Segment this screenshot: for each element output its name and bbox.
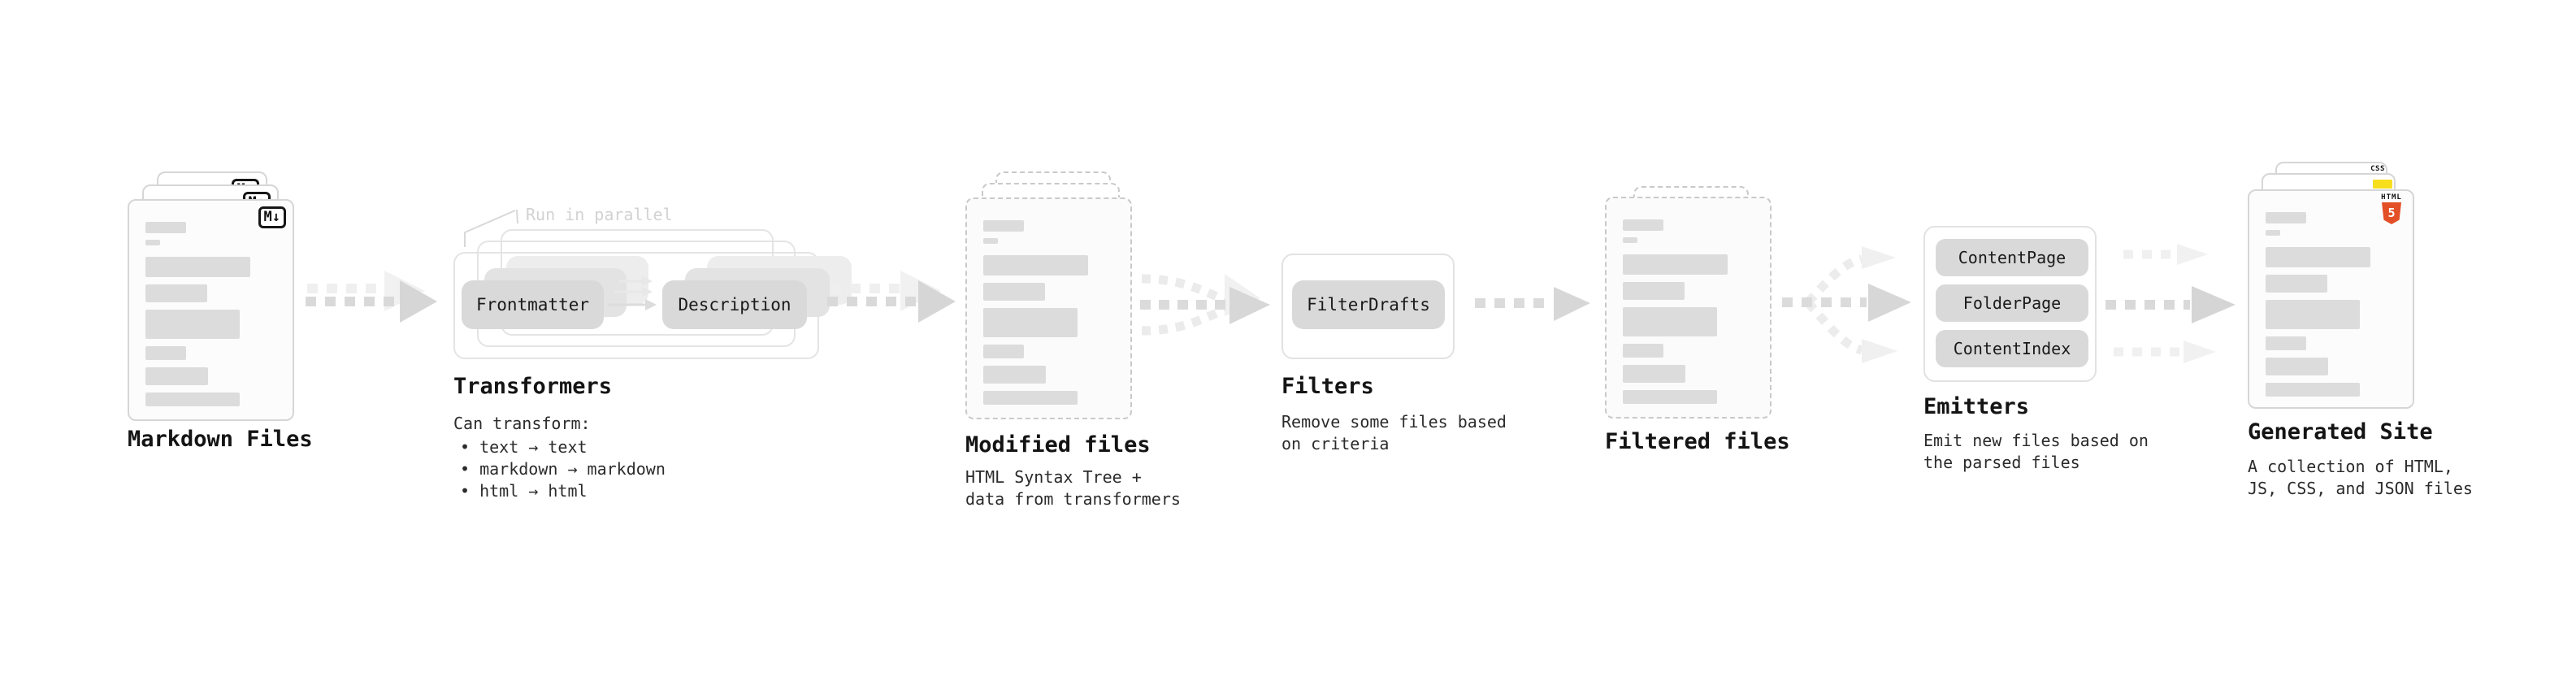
skeleton-line [2266,212,2306,223]
skeleton-line [1623,254,1728,275]
file-skeleton [983,220,1114,405]
modified-files-desc: HTML Syntax Tree + data from transformer… [965,467,1181,509]
modified-files-label: Modified files [965,432,1151,458]
filtered-files-label: Filtered files [1605,429,1790,454]
filters-label: Filters [1281,374,1374,399]
skeleton-line [983,255,1088,275]
transformers-label: Transformers [453,374,613,399]
file-skeleton [1623,219,1754,404]
skeleton-line [2266,336,2306,350]
skeleton-line [1623,219,1663,231]
transformers-desc-title: Can transform: [453,414,591,433]
skeleton-line [983,220,1024,232]
skeleton-line [2266,230,2280,236]
transform-step-arrows-icon [608,276,657,310]
skeleton-line [983,391,1078,405]
filtered-file-card [1605,197,1772,419]
emitters-label: Emitters [1923,394,2030,419]
contentindex-pill: ContentIndex [1936,330,2088,367]
html5-icon: HTML 5 [2381,193,2402,224]
arrow-transformers-to-modified-icon [827,271,956,323]
skeleton-line [983,308,1078,337]
generated-site-desc: A collection of HTML, JS, CSS, and JSON … [2248,457,2473,498]
skeleton-line [983,345,1024,358]
emitters-box: ContentPage FolderPage ContentIndex [1923,226,2097,382]
generated-site-label: Generated Site [2248,419,2433,445]
markdown-icon: M↓ [258,206,286,228]
skeleton-line [2266,358,2329,375]
skeleton-line [2266,383,2360,397]
skeleton-line [1623,365,1686,383]
skeleton-line [983,238,998,244]
description-pill: Description [662,280,807,329]
arrow-markdown-to-transformers-icon [306,271,437,323]
emitters-desc: Emit new files based on the parsed files [1923,431,2149,472]
transformers-bullet: • html → html [460,481,588,501]
skeleton-line [1623,237,1637,243]
skeleton-line [145,346,186,360]
skeleton-line [983,283,1045,301]
file-skeleton [145,222,276,406]
file-skeleton [2266,212,2396,397]
skeleton-line [145,240,160,245]
modified-file-card [965,197,1132,419]
frontmatter-pill: Frontmatter [462,280,604,329]
skeleton-line [1623,307,1717,336]
markdown-file-card: M↓ [128,199,294,421]
skeleton-line [983,366,1047,384]
filters-desc: Remove some files based on criteria [1281,412,1507,453]
skeleton-line [145,310,240,339]
skeleton-line [145,367,209,385]
skeleton-line [2266,247,2370,267]
fork-arrow-icon [1782,246,1911,363]
arrow-filters-to-filtered-icon [1475,287,1590,321]
skeleton-line [1623,390,1717,404]
skeleton-line [145,222,186,233]
transformers-bullet: • markdown → markdown [460,459,666,479]
contentpage-pill: ContentPage [1936,239,2088,276]
filterdrafts-pill: FilterDrafts [1292,280,1445,329]
folderpage-pill: FolderPage [1936,284,2088,322]
arrows-emitters-to-site-icon [2105,244,2236,363]
callout-line [464,209,518,247]
transformers-bullet: • text → text [460,437,588,457]
skeleton-line [145,284,207,302]
skeleton-line [2266,275,2327,293]
skeleton-line [145,393,240,406]
js-icon [2373,180,2392,189]
skeleton-line [2266,300,2360,329]
skeleton-line [145,257,250,277]
run-in-parallel-annotation: Run in parallel [526,205,673,224]
skeleton-line [1623,344,1663,358]
merge-arrow-icon [1140,274,1270,336]
generated-file-card: HTML 5 [2248,189,2414,409]
skeleton-line [1623,282,1685,300]
markdown-files-label: Markdown Files [128,427,313,452]
